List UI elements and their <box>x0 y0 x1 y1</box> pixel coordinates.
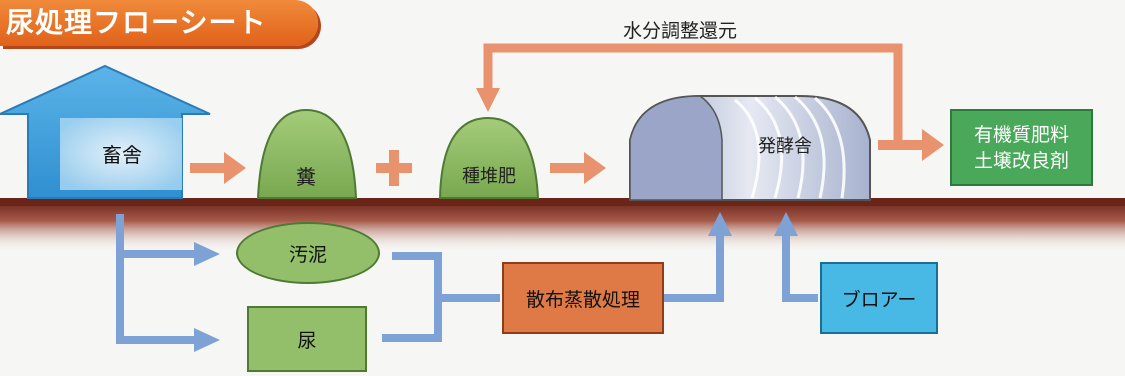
return-label: 水分調整還元 <box>622 19 737 42</box>
fermentation-label: 発酵舎 <box>758 136 812 157</box>
spray-process-box: 散布蒸散処理 <box>502 262 664 334</box>
return-arrow-head <box>476 88 500 112</box>
compost-mound <box>438 116 540 199</box>
result-box: 有機質肥料 土壌改良剤 <box>950 109 1093 186</box>
blue-arrows <box>116 214 818 344</box>
return-arrow <box>483 43 903 142</box>
barn-label: 畜舎 <box>102 142 142 167</box>
result-line-1: 有機質肥料 <box>973 123 1069 146</box>
urine-box: 尿 <box>247 306 367 372</box>
ground-band <box>0 200 1125 252</box>
manure-label: 糞 <box>296 164 316 189</box>
page-title: 尿処理フローシート <box>0 0 318 46</box>
result-line-2: 土壌改良剤 <box>973 149 1069 172</box>
sludge-ellipse: 汚泥 <box>236 222 380 284</box>
compost-label: 種堆肥 <box>462 166 516 187</box>
orange-arrows <box>190 129 944 184</box>
ground-surface <box>0 198 1125 206</box>
manure-mound <box>256 108 358 199</box>
fermentation-dome <box>629 95 871 201</box>
plus-icon <box>376 150 412 186</box>
blue-arrow-heads <box>194 212 798 352</box>
barn-icon <box>0 64 211 199</box>
blower-box: ブロアー <box>820 262 938 334</box>
